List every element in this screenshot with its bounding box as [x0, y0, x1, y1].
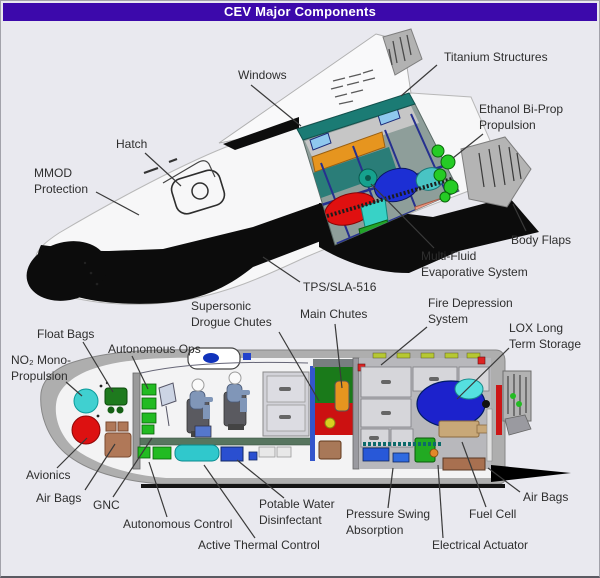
label-fire-depression: Fire Depression System — [428, 296, 513, 326]
float-bags-box — [104, 387, 128, 406]
label-air-bags-right: Air Bags — [523, 490, 569, 504]
label-supersonic-drogue: Supersonic Drogue Chutes — [191, 299, 272, 329]
label-pressure-swing: Pressure Swing Absorption — [346, 507, 431, 537]
pressure-swing-unit — [362, 447, 390, 462]
air-bags-right-bar — [442, 457, 486, 471]
ethanol-thrusters — [431, 144, 459, 203]
label-no2-mono: NO₂ Mono- Propulsion — [11, 353, 72, 383]
label-hatch: Hatch — [116, 137, 148, 151]
gnc-boxes — [141, 383, 157, 435]
main-chute-canister — [334, 380, 350, 412]
label-avionics: Avionics — [26, 468, 71, 482]
label-lox-storage: LOX Long Term Storage — [509, 321, 582, 351]
label-mmod-protection: MMOD Protection — [34, 166, 89, 196]
label-tps: TPS/SLA-516 — [303, 280, 377, 294]
label-potable-water: Potable Water Disinfectant — [259, 497, 335, 527]
page-title: CEV Major Components — [3, 3, 597, 21]
label-active-thermal: Active Thermal Control — [198, 538, 320, 552]
cev-exterior-diagram — [26, 28, 539, 305]
label-main-chutes: Main Chutes — [300, 307, 368, 321]
air-bags-left-box — [104, 432, 132, 458]
label-windows: Windows — [238, 68, 287, 82]
label-titanium-structures: Titanium Structures — [444, 50, 548, 64]
label-autonomous-ops: Autonomous Ops — [108, 342, 201, 356]
avionics-sphere — [71, 415, 101, 445]
label-gnc: GNC — [93, 498, 120, 512]
label-autonomous-control: Autonomous Control — [123, 517, 233, 531]
hatch-outline — [143, 157, 226, 215]
cev-interior-diagram — [40, 347, 571, 488]
leader-lines — [56, 64, 527, 539]
label-ethanol-biprop: Ethanol Bi-Prop Propulsion — [479, 102, 564, 132]
active-thermal-tank — [174, 444, 220, 462]
fuel-cell-box — [438, 420, 480, 438]
label-float-bags: Float Bags — [37, 327, 95, 341]
label-multi-fluid: Multi-Fluid Evaporative System — [421, 249, 528, 279]
potable-water-unit — [220, 446, 244, 462]
label-electrical-actuator: Electrical Actuator — [432, 538, 529, 552]
label-body-flaps: Body Flaps — [511, 233, 572, 247]
label-fuel-cell: Fuel Cell — [469, 507, 517, 521]
label-air-bags-left: Air Bags — [36, 491, 82, 505]
